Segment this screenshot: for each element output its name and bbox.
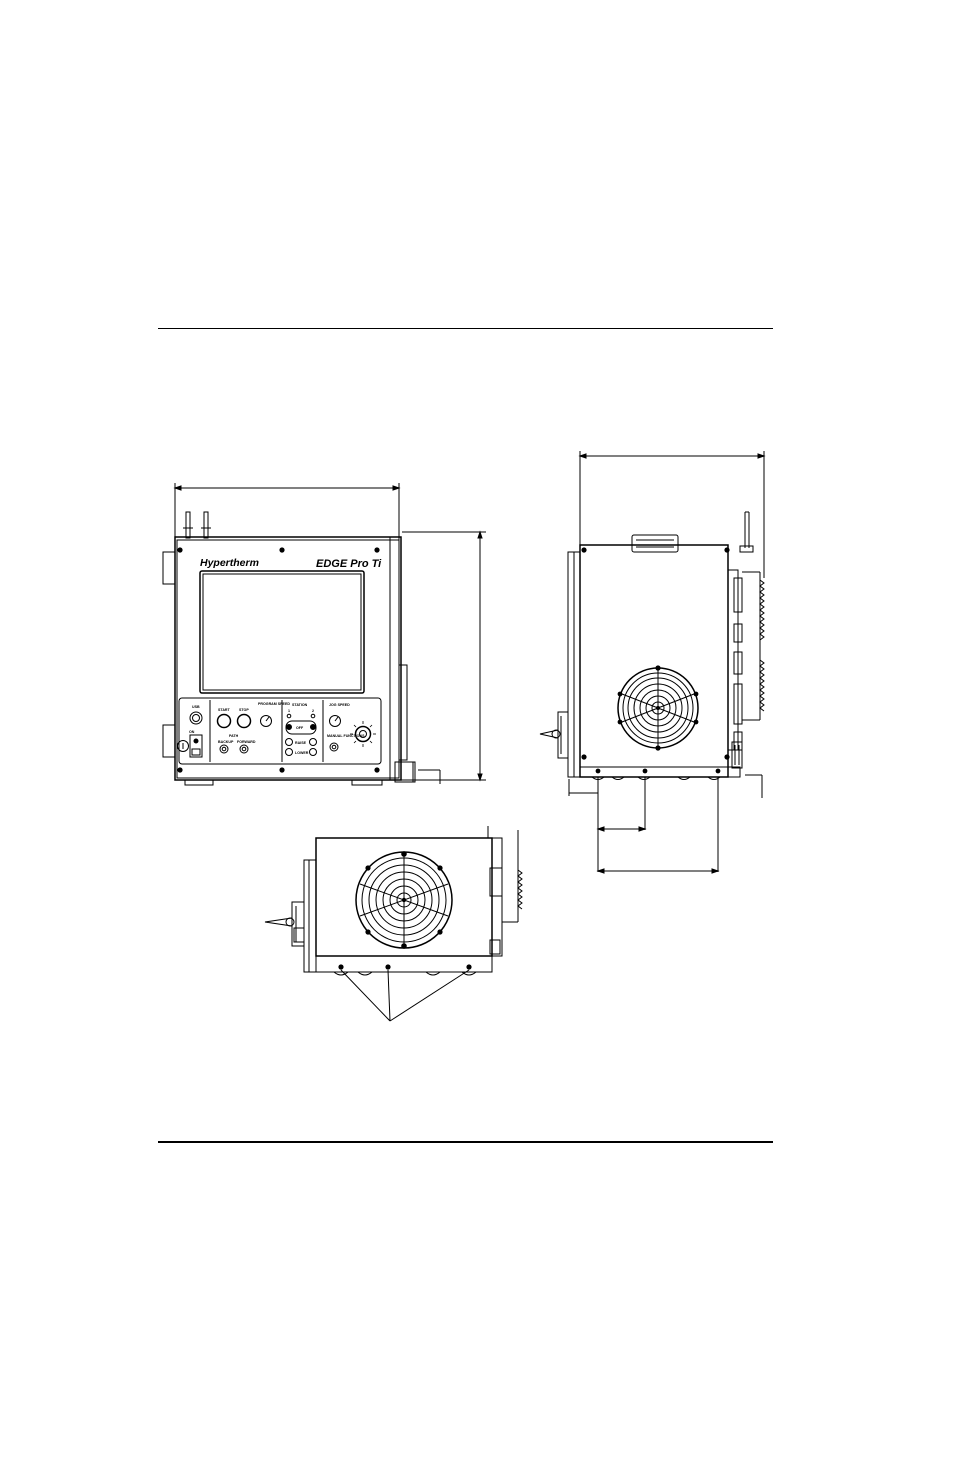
jog-speed-knob[interactable]: [329, 715, 341, 727]
side-mount-dimensions: [568, 774, 763, 874]
manual-button[interactable]: [329, 742, 339, 752]
program-speed-label: PROGRAM SPEED: [258, 702, 290, 706]
start-button[interactable]: [216, 713, 232, 729]
usb-port[interactable]: [189, 711, 203, 725]
bottom-joystick: [264, 901, 305, 947]
station-1-label: 1: [288, 709, 290, 713]
side-antenna: [739, 511, 754, 553]
forward-label: FORWARD: [237, 740, 256, 744]
front-screws: [177, 547, 380, 773]
usb-label: USB: [192, 705, 200, 709]
top-handle: [631, 534, 679, 553]
side-depth-dimension: [578, 451, 766, 578]
station-1-led: [286, 713, 292, 719]
backup-label: BACKUP: [218, 740, 234, 744]
side-body: [579, 544, 729, 778]
base-feet: [184, 779, 383, 786]
front-view: Hypertherm EDGE Pro Ti USB ON START STOP…: [162, 483, 486, 786]
bottom-view: [264, 826, 523, 1022]
bottom-rule: [158, 1141, 773, 1143]
backup-button[interactable]: [219, 744, 229, 754]
station-2-led: [310, 713, 316, 719]
bottom-bolts: [338, 964, 472, 970]
lower-button-2[interactable]: [309, 748, 317, 756]
side-screws: [581, 547, 730, 760]
side-vent: [398, 664, 408, 761]
bottom-front-bezel: [303, 859, 317, 973]
front-foot-dimension: [412, 762, 441, 784]
off-label: OFF: [296, 726, 304, 730]
left-handle-lower: [162, 724, 176, 758]
on-label: ON: [189, 730, 195, 734]
bottom-rear-panel: [487, 826, 523, 957]
forward-button[interactable]: [239, 744, 249, 754]
station-selector[interactable]: [285, 720, 317, 735]
control-panel: [178, 697, 382, 765]
housing-bezel: [176, 539, 400, 779]
path-label: PATH: [229, 734, 239, 738]
touch-screen: [199, 570, 365, 694]
manual-functions-label: MANUAL FUNCTIONS: [327, 734, 365, 738]
key-lock[interactable]: [177, 740, 189, 752]
raise-button-2[interactable]: [309, 738, 317, 746]
lower-button-1[interactable]: [285, 748, 293, 756]
lower-label: LOWER: [295, 751, 309, 755]
stop-button[interactable]: [236, 713, 252, 729]
touch-screen-inner: [202, 573, 362, 691]
start-label: START: [218, 708, 231, 712]
joystick-arrows: [350, 721, 376, 747]
raise-button-1[interactable]: [285, 738, 293, 746]
right-foot-block: [394, 761, 416, 783]
power-switch[interactable]: [189, 734, 203, 758]
rear-connector-panel: [727, 569, 765, 769]
side-fan: [617, 665, 699, 751]
joystick[interactable]: [354, 725, 372, 743]
bottom-feet: [333, 971, 477, 976]
bottom-fan: [355, 851, 453, 949]
model-name: EDGE Pro Ti: [316, 558, 382, 570]
station-2-label: 2: [312, 709, 314, 713]
mounting-hole-leaders: [340, 969, 470, 1022]
power-switch-rocker: [191, 748, 201, 756]
side-base: [579, 766, 741, 778]
top-rule: [158, 328, 773, 329]
jog-speed-label: JOG SPEED: [329, 703, 350, 707]
raise-label: RAISE: [295, 741, 307, 745]
left-handle-upper: [162, 551, 176, 585]
side-feet-bolts: [595, 768, 721, 774]
stop-label: STOP: [239, 708, 249, 712]
side-joystick: [539, 711, 569, 759]
antennas: [183, 511, 211, 539]
front-width-dimension: [173, 483, 401, 540]
brand-logo: Hypertherm: [200, 557, 259, 569]
bottom-base: [315, 955, 493, 973]
side-view: [539, 451, 766, 874]
program-speed-knob[interactable]: [260, 715, 272, 727]
housing: [174, 536, 402, 781]
station-label: STATION: [292, 703, 308, 707]
front-height-dimension: [395, 530, 486, 782]
